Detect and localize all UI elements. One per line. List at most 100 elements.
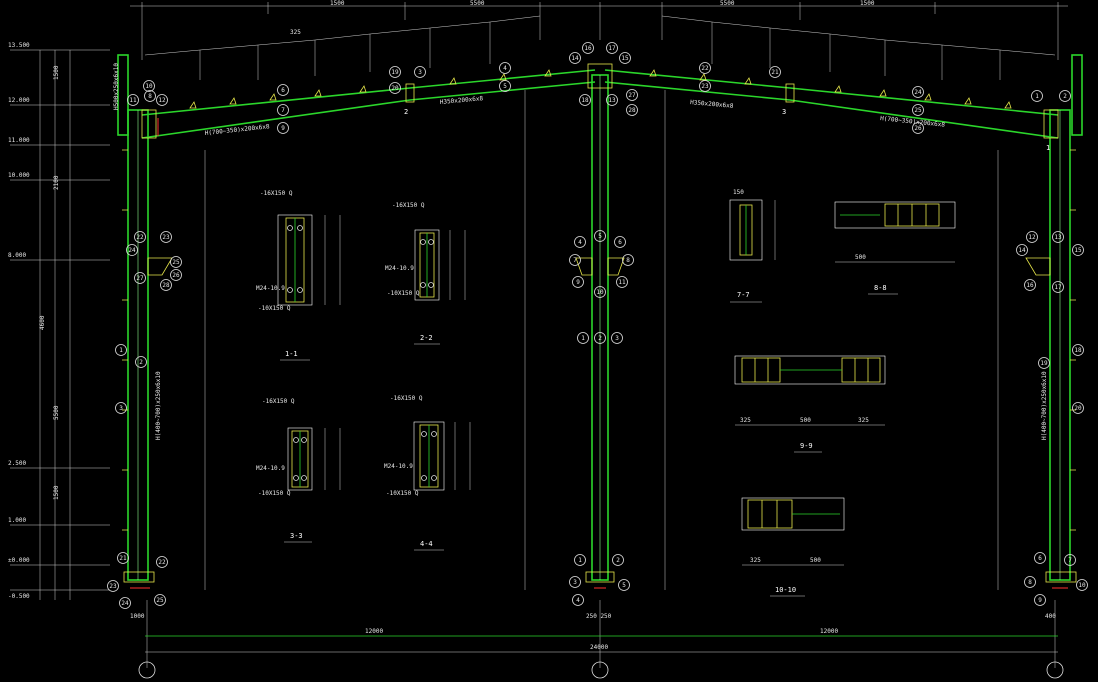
callout-number: 26 <box>172 272 180 279</box>
section-title-1-1: 1-1 <box>285 350 298 358</box>
callout-number: 24 <box>914 89 922 96</box>
top-dim-1500-r: 1500 <box>860 0 875 7</box>
elev-13500: 13.500 <box>8 42 30 49</box>
callout-bubble <box>594 332 606 344</box>
callout-number: 10 <box>1078 582 1086 589</box>
callout-number: 12 <box>158 97 166 104</box>
callout-number: 7 <box>573 257 577 264</box>
callout-bubble <box>622 254 634 266</box>
callout-bubble <box>618 579 630 591</box>
callout-bubble <box>1072 402 1084 414</box>
callout-number: 9 <box>1038 597 1042 604</box>
top-dim-5500: 5500 <box>470 0 485 7</box>
member-labels: H(700~350)x200x6x8 H350x200x6x8 H350x200… <box>113 63 1048 440</box>
callout-bubble <box>572 594 584 606</box>
detail-4-4: -16X150 Q M24-10.9 -10X150 Q 4-4 <box>384 395 471 551</box>
callout-number: 11 <box>618 279 626 286</box>
callout-number: 24 <box>121 600 129 607</box>
callout-bubble <box>154 594 166 606</box>
callout-bubble <box>143 80 155 92</box>
callout-bubble <box>1024 279 1036 291</box>
elev-0000: ±0.000 <box>8 557 30 564</box>
callout-bubble <box>582 42 594 54</box>
detail-9-9: 325 500 325 9-9 <box>734 355 886 453</box>
callout-bubble <box>699 62 711 74</box>
callout-bubble <box>107 580 119 592</box>
rafter-mid-label: H350x200x6x8 <box>440 95 484 106</box>
purlin-dims-left: 325 <box>144 15 541 80</box>
ldim-2100: 2100 <box>53 175 60 190</box>
callout-bubble <box>115 344 127 356</box>
d44-plate2: -10X150 Q <box>386 490 419 497</box>
elev-2500: 2.500 <box>8 460 26 467</box>
callout-bubble <box>616 276 628 288</box>
callout-number: 5 <box>622 582 626 589</box>
d22-plate: -16X150 Q <box>392 202 425 209</box>
callout-number: 21 <box>119 555 127 562</box>
d99-dim-b: 500 <box>800 417 811 424</box>
callout-number: 1 <box>1035 93 1039 100</box>
callout-bubble <box>699 80 711 92</box>
section-title-7-7: 7-7 <box>737 291 750 299</box>
callout-number: 26 <box>914 125 922 132</box>
callout-number: 19 <box>391 69 399 76</box>
callout-bubble <box>134 272 146 284</box>
callout-number: 5 <box>503 83 507 90</box>
callout-bubble <box>611 332 623 344</box>
callout-bubble <box>594 286 606 298</box>
callout-number: 8 <box>148 93 152 100</box>
elev-8000: 8.000 <box>8 252 26 259</box>
cut-mark-3: 3 <box>782 108 786 116</box>
callout-bubble <box>1064 554 1076 566</box>
callout-bubble <box>569 254 581 266</box>
d1010-dim-b: 500 <box>810 557 821 564</box>
callout-bubble <box>572 276 584 288</box>
callout-number: 3 <box>573 579 577 586</box>
detail-8-8: 500 8-8 <box>834 201 956 295</box>
top-dim-1500: 1500 <box>330 0 345 7</box>
d44-bolt: M24-10.9 <box>384 463 413 470</box>
section-title-9-9: 9-9 <box>800 442 813 450</box>
callout-number: 4 <box>578 239 582 246</box>
column-left-label: H(400~700)x250x6x10 <box>155 371 162 440</box>
elev-11000: 11.000 <box>8 137 30 144</box>
callout-number: 1 <box>581 335 585 342</box>
section-title-3-3: 3-3 <box>290 532 303 540</box>
eave-post-label: H500x250x6x10 <box>113 63 120 110</box>
callout-bubble <box>912 104 924 116</box>
callout-bubble <box>606 94 618 106</box>
purlin-dims-right <box>661 15 1056 80</box>
callout-number: 8 <box>1028 579 1032 586</box>
callout-bubble <box>1016 244 1028 256</box>
callout-number: 7 <box>1068 557 1072 564</box>
callout-bubble <box>389 66 401 78</box>
callout-bubble <box>1031 90 1043 102</box>
top-dimension-chain: 1500 5500 5500 1500 <box>130 0 1068 60</box>
interior-dims <box>204 90 999 590</box>
callout-number: 2 <box>1063 93 1067 100</box>
elev-1000: 1.000 <box>8 517 26 524</box>
callout-bubble <box>1052 281 1064 293</box>
callout-bubble <box>135 356 147 368</box>
span-left: 12000 <box>365 628 383 635</box>
callout-number: 18 <box>1074 347 1082 354</box>
callout-bubble <box>160 279 172 291</box>
span-total: 24000 <box>590 644 608 651</box>
col-left-dim: 1000 <box>130 613 145 620</box>
callout-bubble <box>1034 594 1046 606</box>
callout-number: 9 <box>281 125 285 132</box>
callout-number: 1 <box>119 347 123 354</box>
d22-bolt: M24-10.9 <box>385 265 414 272</box>
callout-bubble <box>126 244 138 256</box>
callout-number: 22 <box>158 559 166 566</box>
callout-number: 2 <box>616 557 620 564</box>
callout-number: 28 <box>162 282 170 289</box>
callout-bubble <box>912 86 924 98</box>
callout-number: 14 <box>571 55 579 62</box>
callout-number: 13 <box>1054 234 1062 241</box>
d22-plate2: -10X150 Q <box>387 290 420 297</box>
callout-bubble <box>277 122 289 134</box>
bottom-dimensions: 12000 12000 24000 1000 250 250 400 <box>130 600 1064 679</box>
callout-bubble <box>160 231 172 243</box>
